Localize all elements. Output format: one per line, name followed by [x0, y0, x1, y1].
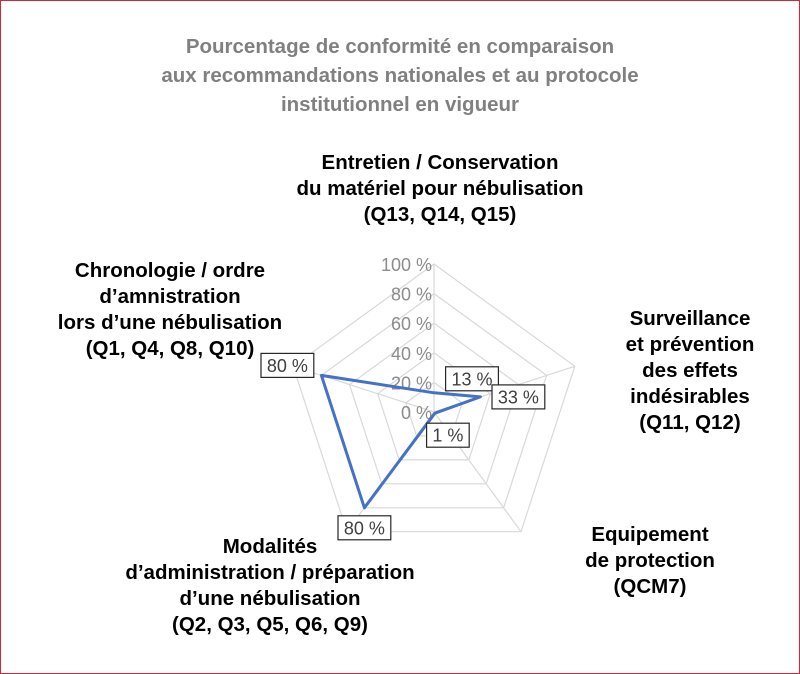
axis-label-line: (Q13, Q14, Q15) — [363, 203, 517, 226]
axis-label-line: indésirables — [630, 385, 750, 408]
axis-label-equipement: Equipement de protection (QCM7) — [540, 522, 760, 600]
axis-label-line: Entretien / Conservation — [321, 151, 559, 174]
radial-tick-label: 100 % — [381, 255, 432, 275]
data-label-box — [445, 366, 500, 392]
series-line — [319, 373, 482, 510]
data-label-box — [337, 515, 392, 541]
chart-title-line-3: institutionnel en vigueur — [280, 93, 520, 116]
axis-label-line: des effets — [642, 359, 738, 382]
data-label-box — [260, 352, 315, 378]
axis-label-line: Modalités — [222, 535, 318, 558]
chart-title-line-1: Pourcentage de conformité en comparaison — [185, 35, 615, 58]
data-label-box — [426, 422, 470, 448]
axis-label-line: (Q2, Q3, Q5, Q6, Q9) — [172, 613, 368, 636]
axis-label-chronologie: Chronologie / ordre d’amnistration lors … — [40, 258, 300, 362]
axis-label-line: du matériel pour nébulisation — [296, 177, 584, 200]
axis-label-line: et prévention — [625, 333, 755, 356]
axis-label-line: d’amnistration — [99, 285, 241, 308]
data-label: 80 % — [267, 356, 308, 376]
data-label: 1 % — [432, 426, 463, 446]
chart-title: Pourcentage de conformité en comparaison… — [100, 32, 700, 119]
axis-label-surveillance: Surveillance et prévention des effets in… — [590, 306, 790, 436]
radial-tick-label: 60 % — [391, 314, 432, 334]
axis-label-line: d’une nébulisation — [179, 587, 361, 610]
radial-tick-label: 80 % — [391, 285, 432, 305]
data-label: 33 % — [498, 387, 539, 407]
chart-title-line-2: aux recommandations nationales et au pro… — [161, 64, 639, 87]
data-label: 13 % — [451, 369, 492, 389]
axis-label-line: (Q11, Q12) — [639, 411, 741, 434]
axis-label-line: Chronologie / ordre — [74, 259, 266, 282]
data-label: 80 % — [344, 518, 385, 538]
axis-label-entretien: Entretien / Conservation du matériel pou… — [270, 150, 610, 228]
radial-tick-label: 40 % — [391, 344, 432, 364]
axis-label-line: (QCM7) — [613, 575, 687, 598]
radial-tick-label: 0 % — [401, 403, 432, 423]
data-label-box — [491, 384, 546, 410]
axis-label-line: Surveillance — [629, 307, 751, 330]
axis-label-line: lors d’une nébulisation — [57, 311, 283, 334]
axis-label-line: d’administration / préparation — [125, 561, 415, 584]
axis-label-line: (Q1, Q4, Q8, Q10) — [85, 337, 255, 360]
axis-label-line: de protection — [585, 549, 715, 572]
axis-spoke — [293, 365, 435, 413]
grid-ring — [348, 322, 520, 485]
grid-ring — [320, 292, 548, 509]
axis-label-line: Equipement — [591, 523, 709, 546]
grid-ring — [292, 263, 576, 533]
axis-label-modalites: Modalités d’administration / préparation… — [90, 534, 450, 638]
